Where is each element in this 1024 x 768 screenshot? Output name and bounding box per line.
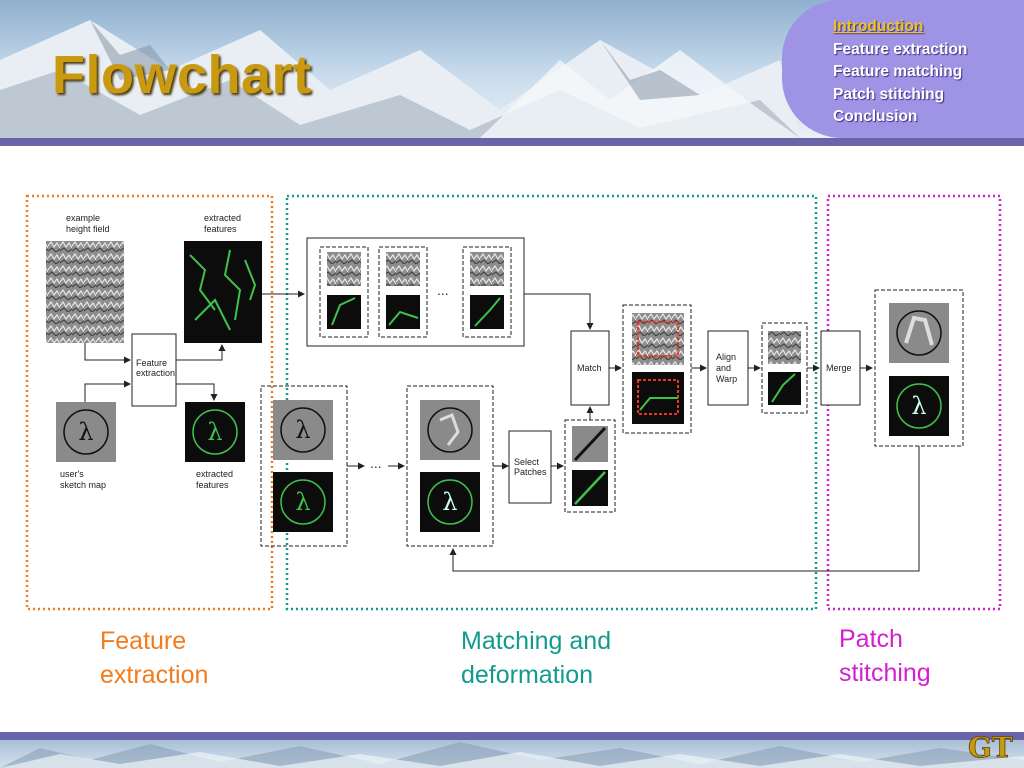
- candidate-patch-3: [462, 246, 512, 338]
- caption-matching-deformation: Matching and deformation: [461, 627, 612, 689]
- svg-text:λ: λ: [207, 418, 222, 446]
- patch-stitching-region: [826, 194, 1002, 611]
- label-merge: Merge: [826, 363, 852, 373]
- svg-text:λ: λ: [911, 392, 926, 420]
- sketch-patch-group-2: λ: [406, 385, 494, 547]
- lambda-glyph: λ: [78, 418, 93, 446]
- footer-banner: [0, 740, 1024, 768]
- select-patches-box: [508, 430, 552, 504]
- nav-item-patch-stitching[interactable]: Patch stitching: [833, 85, 945, 103]
- svg-text:GT: GT: [968, 731, 1013, 762]
- feature-extraction-region: [25, 194, 274, 611]
- feature-extraction-box: [131, 333, 177, 407]
- caption-feature-extraction: Feature extraction: [100, 627, 209, 689]
- gt-logo: GT: [968, 731, 1013, 762]
- svg-text:λ: λ: [295, 416, 310, 444]
- matching-region: [285, 194, 818, 611]
- candidate-patch-1: [319, 246, 369, 338]
- feature-lines: [189, 249, 257, 331]
- mountain-background: [0, 20, 800, 138]
- header-divider: [0, 138, 1024, 146]
- nav-panel: Introduction Feature extraction Feature …: [782, 0, 1024, 138]
- nav-item-feature-matching[interactable]: Feature matching: [833, 63, 963, 80]
- nav-item-conclusion[interactable]: Conclusion: [833, 108, 918, 125]
- ellipsis-bottom: ...: [370, 455, 382, 471]
- align-warp-box: [707, 330, 749, 406]
- footer-mountains: [0, 742, 1024, 768]
- sketch-features-image: [185, 402, 245, 462]
- output-patch: λ: [874, 289, 964, 447]
- label-match: Match: [577, 363, 602, 373]
- warped-patch: [761, 322, 808, 414]
- matched-result-patch: [622, 304, 692, 434]
- extracted-features-image: [184, 241, 262, 343]
- merge-box: [820, 330, 861, 406]
- ellipsis-top: ...: [437, 282, 449, 298]
- selected-patch: [564, 419, 616, 513]
- feedback-arrow: [449, 446, 920, 572]
- footer-divider: [0, 732, 1024, 740]
- nav-item-feature-extraction[interactable]: Feature extraction: [833, 40, 968, 58]
- match-box: [570, 330, 610, 406]
- sketch-circle: [63, 409, 109, 455]
- nav-item-introduction[interactable]: Introduction: [833, 18, 924, 35]
- slide-title: Flowchart: [52, 45, 312, 105]
- svg-text:λ: λ: [442, 488, 457, 516]
- candidate-patch-2: [378, 246, 428, 338]
- height-field-image: [46, 241, 124, 343]
- sketch-patch-group-1: λ λ: [260, 385, 348, 547]
- caption-patch-stitching: Patch stitching: [839, 625, 931, 687]
- sketch-map-image: [56, 402, 116, 462]
- svg-text:λ: λ: [295, 488, 310, 516]
- header-banner: Flowchart Introduction Feature extractio…: [0, 0, 1024, 138]
